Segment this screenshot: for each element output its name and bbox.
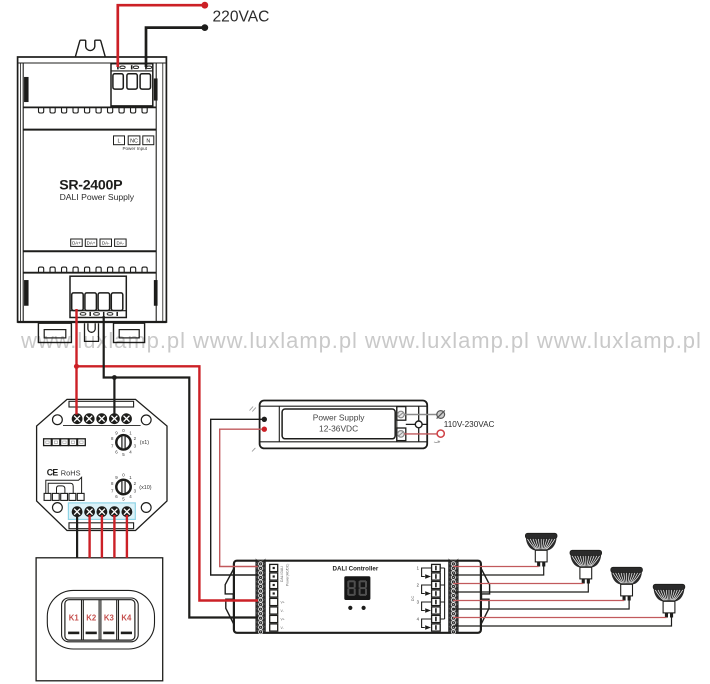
svg-text:3: 3 [134, 488, 137, 493]
svg-text:1: 1 [129, 475, 132, 480]
svg-text:9: 9 [115, 475, 118, 480]
svg-text:6: 6 [115, 450, 118, 455]
svg-text:220VAC: 220VAC [213, 8, 270, 25]
svg-text:NC: NC [130, 139, 138, 145]
svg-text:DC: DC [411, 596, 415, 602]
svg-text:K4: K4 [121, 613, 132, 622]
svg-text:110V-230VAC: 110V-230VAC [444, 420, 495, 429]
svg-text:9: 9 [115, 430, 118, 435]
svg-text:L: L [118, 139, 121, 145]
svg-text:CE: CE [47, 468, 59, 478]
svg-text:DALI DALI: DALI DALI [280, 566, 284, 582]
svg-text:DALI Controller: DALI Controller [333, 566, 379, 573]
svg-text:DA+: DA+ [87, 241, 96, 246]
svg-text:5: 5 [122, 452, 125, 457]
svg-text:DA+: DA+ [72, 241, 81, 246]
svg-text:0: 0 [122, 473, 125, 478]
svg-text:3: 3 [134, 444, 137, 449]
svg-text:2: 2 [417, 583, 420, 588]
svg-text:V+: V+ [281, 601, 285, 605]
svg-text:V-: V- [281, 609, 284, 613]
svg-text:RoHS: RoHS [61, 468, 81, 477]
svg-text:3: 3 [417, 600, 420, 605]
svg-text:V+: V+ [281, 618, 285, 622]
svg-text:www.luxlamp.pl www.luxlamp.pl: www.luxlamp.pl www.luxlamp.pl www.luxlam… [20, 328, 702, 353]
svg-text:K2: K2 [86, 613, 97, 622]
svg-text:DALI Power Supply: DALI Power Supply [60, 192, 135, 202]
svg-text:4: 4 [129, 494, 132, 499]
svg-text:7: 7 [111, 444, 114, 449]
svg-text:4: 4 [417, 617, 420, 622]
svg-text:1: 1 [129, 430, 132, 435]
svg-text:K1: K1 [69, 613, 80, 622]
svg-text:DA-: DA- [117, 241, 125, 246]
svg-text:Power Input: Power Input [122, 146, 147, 151]
svg-text:7: 7 [111, 488, 114, 493]
svg-text:Power(AC/DC): Power(AC/DC) [286, 564, 290, 586]
svg-text:8: 8 [111, 481, 114, 486]
svg-text:(x10): (x10) [139, 485, 151, 491]
svg-text:5: 5 [122, 497, 125, 502]
svg-text:K3: K3 [104, 613, 115, 622]
svg-text:0: 0 [122, 428, 125, 433]
svg-text:4: 4 [129, 450, 132, 455]
svg-text:Power Supply: Power Supply [313, 413, 365, 423]
svg-text:DA-: DA- [102, 241, 110, 246]
svg-text:2: 2 [134, 436, 137, 441]
svg-text:2: 2 [134, 481, 137, 486]
svg-text:8: 8 [111, 436, 114, 441]
svg-text:1: 1 [417, 566, 420, 571]
svg-text:SR-2400P: SR-2400P [59, 178, 122, 194]
svg-text:12-36VDC: 12-36VDC [319, 424, 358, 434]
svg-text:6: 6 [115, 494, 118, 499]
svg-text:(x1): (x1) [140, 440, 149, 446]
svg-text:N: N [146, 139, 150, 145]
svg-text:V-: V- [281, 626, 284, 630]
